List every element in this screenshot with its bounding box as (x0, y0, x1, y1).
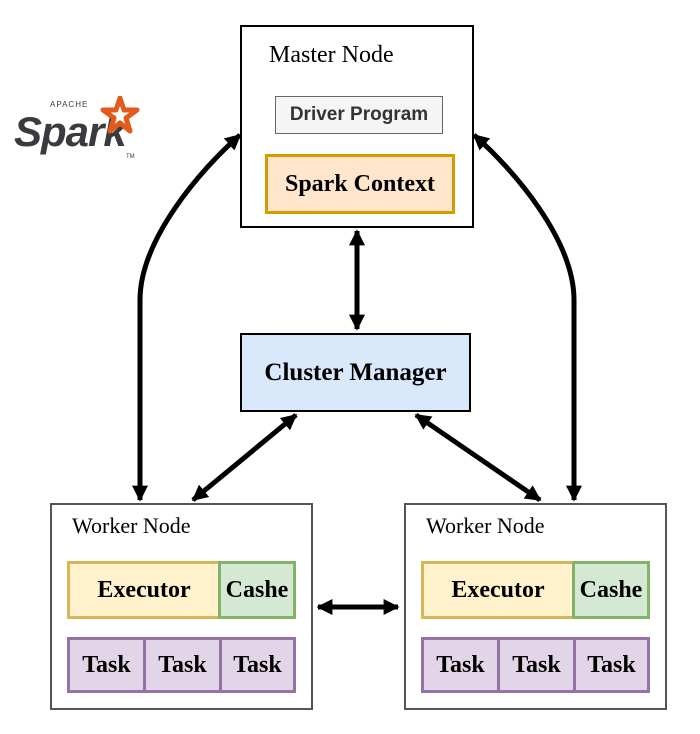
task-label: Task (587, 651, 636, 678)
logo-trademark: TM (126, 154, 135, 160)
driver-program: Driver Program (275, 96, 443, 134)
cluster-manager-label: Cluster Manager (264, 358, 447, 386)
task-label: Task (82, 651, 131, 678)
task: Task (219, 637, 296, 693)
executor-label: Executor (451, 576, 545, 603)
executor: Executor (421, 561, 575, 619)
executor: Executor (67, 561, 221, 619)
master-node-title: Master Node (269, 42, 394, 68)
spark-context-label: Spark Context (284, 170, 435, 197)
worker-node-right: Worker Node Executor Cashe Task Task Tas… (404, 503, 667, 710)
task: Task (421, 637, 500, 693)
task-label: Task (436, 651, 485, 678)
arrow-cluster-right-worker (414, 412, 542, 503)
task: Task (573, 637, 650, 693)
apache-spark-logo: APACHE Spark TM (14, 96, 144, 166)
logo-apache-text: APACHE (50, 100, 89, 109)
task: Task (497, 637, 576, 693)
arrow-master-left-worker (131, 133, 242, 502)
cache-label: Cashe (225, 576, 289, 603)
task-label: Task (233, 651, 282, 678)
cache-label: Cashe (579, 576, 643, 603)
spark-star-icon (100, 96, 140, 134)
worker-node-title: Worker Node (426, 513, 545, 538)
worker-node-left: Worker Node Executor Cashe Task Task Tas… (50, 503, 313, 710)
cluster-manager: Cluster Manager (240, 333, 471, 412)
cache: Cashe (572, 561, 650, 619)
spark-context: Spark Context (265, 154, 455, 214)
arrow-cluster-left-worker (191, 413, 298, 502)
task: Task (67, 637, 146, 693)
task-label: Task (512, 651, 561, 678)
arrow-master-right-worker (472, 133, 583, 502)
master-node: Master Node Driver Program Spark Context (240, 25, 474, 228)
executor-label: Executor (97, 576, 191, 603)
worker-node-title: Worker Node (72, 513, 191, 538)
task-label: Task (158, 651, 207, 678)
task: Task (143, 637, 222, 693)
cache: Cashe (218, 561, 296, 619)
driver-program-label: Driver Program (289, 104, 429, 125)
